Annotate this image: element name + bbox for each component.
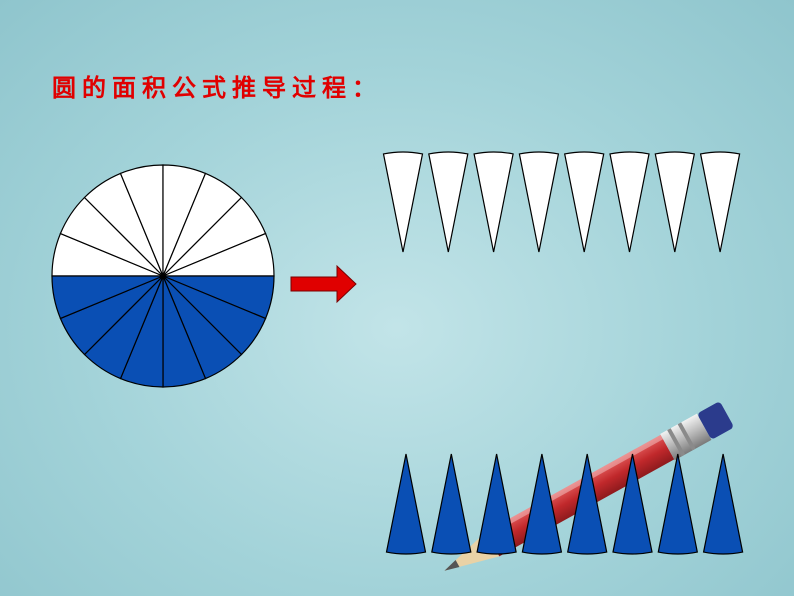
circle-sector (51, 275, 164, 320)
sector-wedge (382, 151, 424, 253)
sector-wedge (609, 151, 650, 253)
sector-wedge (473, 151, 514, 253)
sector-wedge (654, 151, 696, 253)
sector-wedge (566, 453, 608, 555)
sector-wedge (385, 453, 427, 555)
sector-wedge (702, 453, 744, 555)
sector-wedge (699, 151, 741, 253)
right-arrow-icon (290, 264, 357, 304)
sector-wedge (518, 151, 560, 253)
sector-wedge (521, 453, 563, 555)
divided-circle (51, 164, 275, 388)
unrolled-white-sectors (382, 151, 741, 253)
sector-wedge (563, 151, 605, 253)
sector-wedge (428, 151, 469, 253)
page-title: 圆的面积公式推导过程： (52, 73, 382, 102)
sector-wedge (657, 453, 699, 555)
sector-wedge (431, 453, 472, 555)
sector-wedge (612, 453, 653, 555)
unrolled-blue-sectors (385, 453, 744, 555)
sector-wedge (476, 453, 517, 555)
